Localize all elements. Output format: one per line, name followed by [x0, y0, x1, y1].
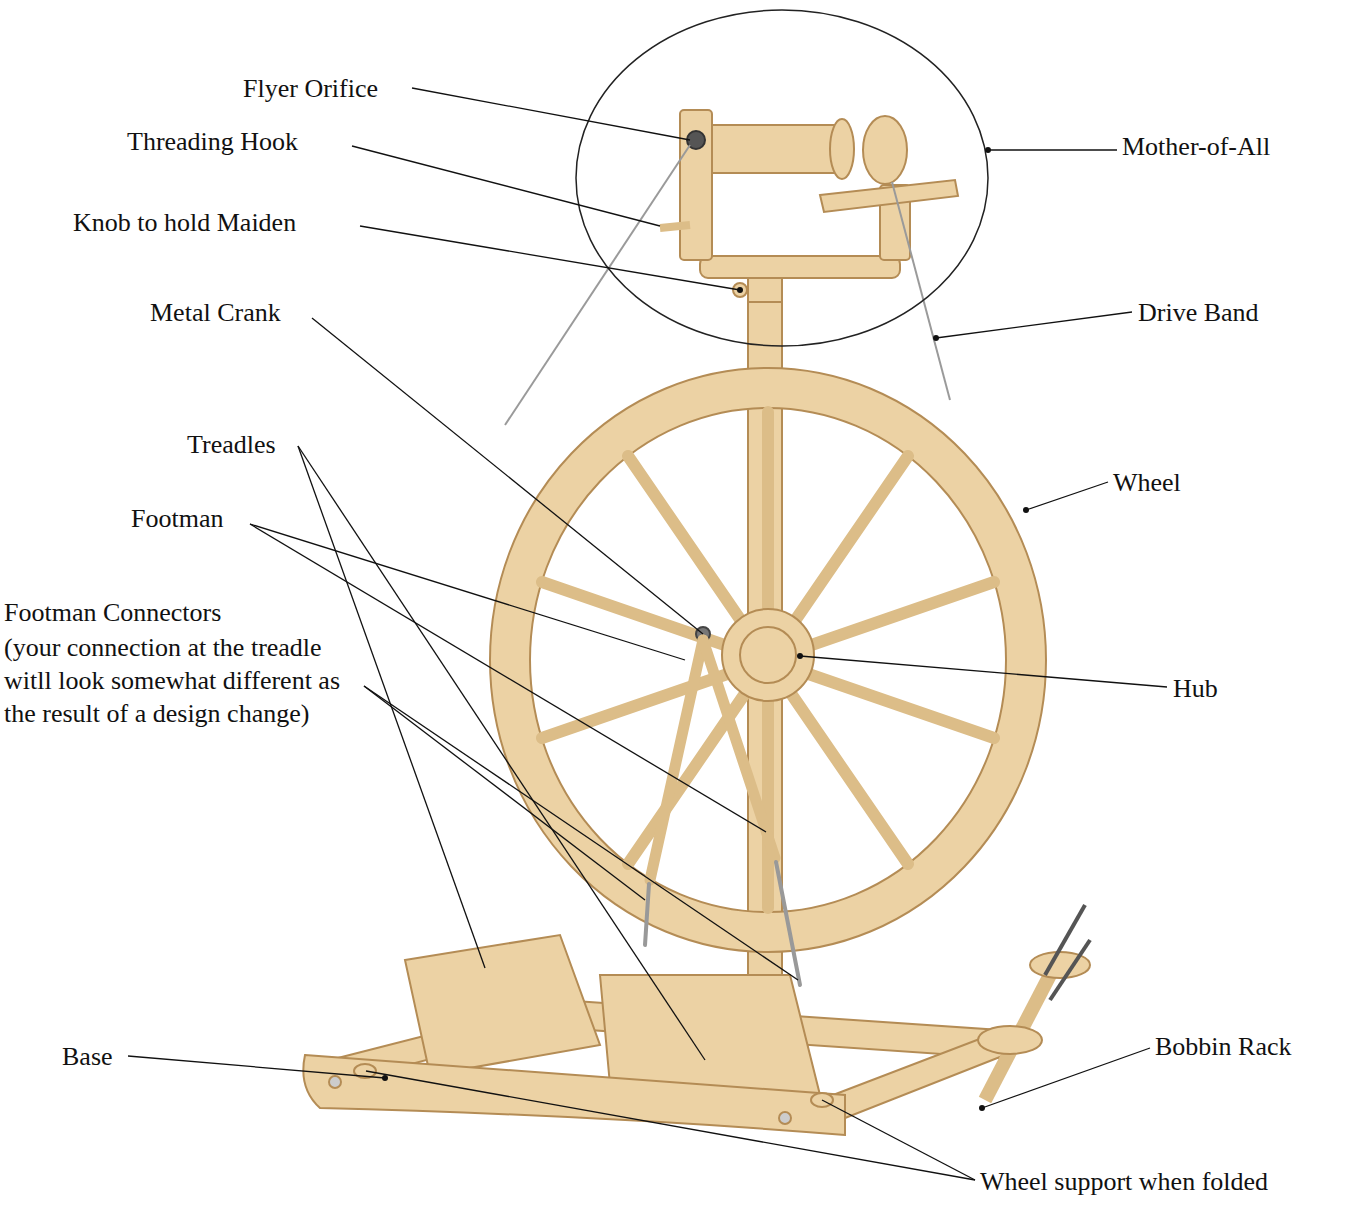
- footman-connector: [645, 884, 649, 945]
- leader-dot: [382, 1075, 388, 1081]
- drive-band: [505, 145, 690, 425]
- leader-dot: [737, 287, 743, 293]
- bobbin: [712, 125, 842, 173]
- leader-line: [412, 88, 690, 140]
- leader-line: [800, 656, 1167, 687]
- maiden-knob: [733, 283, 747, 297]
- part-label: Knob to hold Maiden: [73, 206, 296, 239]
- part-label: (your connection at the treadle witll lo…: [4, 631, 366, 730]
- leader-dot: [933, 335, 939, 341]
- part-label: Hub: [1173, 672, 1218, 705]
- threading-hook: [660, 225, 690, 228]
- rack-spindle: [1050, 940, 1090, 1000]
- leader-dot: [797, 653, 803, 659]
- treadle-board: [600, 975, 820, 1095]
- leader-line: [366, 1071, 975, 1180]
- part-label: Bobbin Rack: [1155, 1030, 1292, 1063]
- leader-line: [312, 318, 703, 634]
- leader-line: [360, 226, 740, 290]
- rack-bobbin-disc: [978, 1026, 1042, 1054]
- base-side-rail: [820, 1035, 1005, 1122]
- part-label: Flyer Orifice: [243, 72, 378, 105]
- hook-rack: [820, 180, 958, 212]
- flyer-whorl: [863, 116, 907, 184]
- mother-of-all-bar: [700, 256, 900, 278]
- part-label: Footman Connectors: [4, 596, 221, 629]
- leader-line: [364, 686, 798, 980]
- footman-rod: [650, 640, 703, 880]
- leader-line: [128, 1056, 385, 1078]
- part-label: Footman: [131, 502, 223, 535]
- leader-line: [936, 312, 1132, 338]
- leader-dot: [979, 1105, 985, 1111]
- wheel-hub: [740, 627, 796, 683]
- part-label: Metal Crank: [150, 296, 281, 329]
- footman-rod: [703, 640, 775, 858]
- footman-connector: [776, 862, 800, 985]
- leader-dot: [985, 147, 991, 153]
- part-label: Wheel: [1113, 466, 1181, 499]
- leader-line: [982, 1048, 1150, 1108]
- leader-line: [352, 146, 660, 226]
- base-front-rail: [303, 1055, 845, 1135]
- wheel-hub: [722, 609, 814, 701]
- tension-block: [748, 278, 782, 302]
- rack-spindle: [1045, 905, 1085, 975]
- part-label: Mother-of-All: [1122, 130, 1270, 163]
- part-label: Drive Band: [1138, 296, 1259, 329]
- treadle-board: [405, 935, 600, 1075]
- leader-line: [988, 149, 1117, 150]
- leader-line: [1026, 482, 1108, 510]
- leader-line: [298, 446, 485, 968]
- wheel-rim: [490, 368, 1046, 952]
- drive-band: [892, 182, 950, 400]
- leader-line: [364, 686, 645, 900]
- part-label: Wheel support when folded: [980, 1165, 1268, 1198]
- part-label: Threading Hook: [127, 125, 298, 158]
- part-label: Base: [62, 1040, 113, 1073]
- leader-dot: [1023, 507, 1029, 513]
- part-label: Treadles: [187, 428, 276, 461]
- bobbin-end: [830, 119, 854, 179]
- leader-line: [298, 446, 705, 1060]
- leader-line: [822, 1100, 975, 1180]
- highlight-circle: [576, 10, 988, 346]
- base-bolt: [329, 1076, 341, 1088]
- base-bolt: [779, 1112, 791, 1124]
- front-maiden: [680, 110, 712, 260]
